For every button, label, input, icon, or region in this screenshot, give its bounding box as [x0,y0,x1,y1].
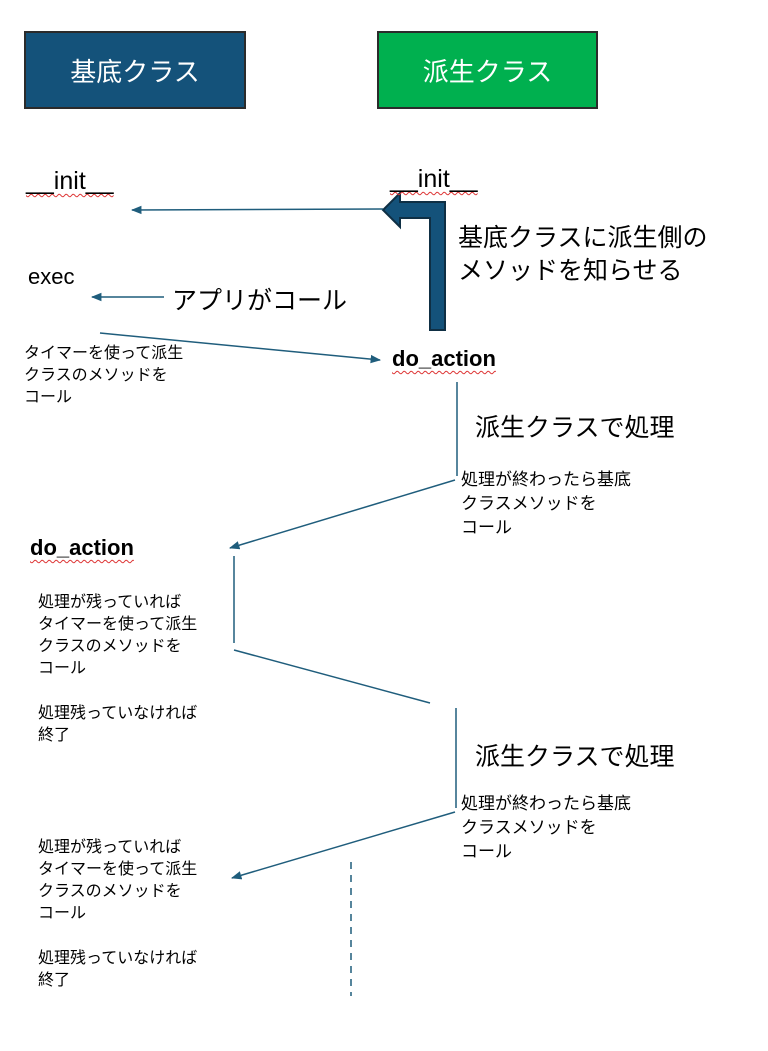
note-line: コール [461,842,512,862]
note-line: タイマーを使って派生 [38,614,198,633]
notify-note-line: メソッドを知らせる [458,256,683,285]
base-class-header: 基底クラス [24,31,246,109]
note-line: 処理が終わったら基底 [461,470,631,490]
exec-label: exec [28,264,75,289]
note-line: 処理残っていなければ [38,948,198,967]
note-line: タイマーを使って派生 [24,343,184,362]
notify-note-line: 基底クラスに派生側の [458,223,708,252]
callback-arrow-2 [230,811,456,880]
timer-call-arrow [99,332,382,364]
derived-class-header: 派生クラス [377,31,598,109]
note-line: 処理残っていなければ [38,703,198,722]
note-line: 処理が残っていれば [38,592,182,611]
base-init-label: __init__ [26,167,114,195]
notify-note: 基底クラスに派生側の メソッドを知らせる [458,221,708,287]
derived-process-note-1: 派生クラスで処理 [475,413,675,442]
note-line: クラスのメソッドを [38,881,182,900]
note-line: 処理が残っていれば [38,837,182,856]
derived-do-action-label: do_action [392,346,496,371]
derived-init-label: __init__ [390,165,478,193]
finished-note-1: 処理残っていなければ 終了 [38,702,197,746]
init-arrow [130,205,384,215]
finished-note-2: 処理残っていなければ 終了 [38,947,197,991]
done-call-note-2: 処理が終わったら基底 クラスメソッドを コール [461,792,631,864]
remaining-note-2: 処理が残っていれば タイマーを使って派生 クラスのメソッドを コール [38,836,197,924]
done-call-note-1: 処理が終わったら基底 クラスメソッドを コール [461,468,631,540]
note-line: コール [24,387,73,406]
note-line: クラスメソッドを [461,818,597,838]
note-line: クラスのメソッドを [38,636,182,655]
note-line: クラスメソッドを [461,494,597,514]
derived-class-label: 派生クラス [422,57,553,88]
note-line: 終了 [38,725,71,744]
app-call-note: アプリがコール [172,286,348,315]
timer-call-arrow-2 [233,649,431,704]
note-line: 終了 [38,970,71,989]
note-line: 処理が終わったら基底 [461,794,631,814]
note-line: コール [38,658,87,677]
note-line: コール [38,903,87,922]
note-line: クラスのメソッドを [24,365,168,384]
notify-block-arrow [381,190,446,331]
base-do-action-label: do_action [30,535,134,560]
note-line: コール [461,518,512,538]
derived-process-note-2: 派生クラスで処理 [475,742,675,771]
base-class-label: 基底クラス [70,57,200,88]
remaining-note-1: 処理が残っていれば タイマーを使って派生 クラスのメソッドを コール [38,591,197,679]
note-line: タイマーを使って派生 [38,859,198,878]
callback-arrow-1 [228,479,456,550]
timer-call-note: タイマーを使って派生 クラスのメソッドを コール [24,342,183,408]
